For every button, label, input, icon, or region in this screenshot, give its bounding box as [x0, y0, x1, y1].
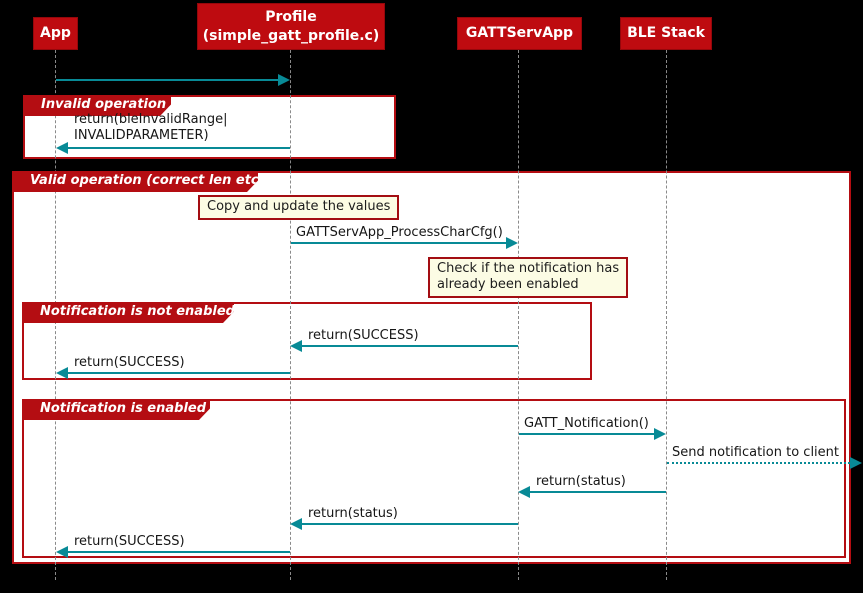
message-return-success-1-label: return(SUCCESS) — [308, 328, 419, 343]
fragment-valid-operation-title: Valid operation (correct len etc) — [12, 171, 258, 192]
fragment-notification-enabled-title: Notification is enabled — [22, 399, 210, 420]
note-check-notification: Check if the notification has already be… — [428, 257, 629, 298]
participant-ble-stack: BLE Stack — [620, 17, 712, 50]
participant-gattservapp-label: GATTServApp — [465, 25, 574, 42]
participant-ble-stack-label: BLE Stack — [627, 25, 705, 42]
participant-app-label: App — [40, 25, 71, 42]
arrow-gatt-notification — [519, 428, 666, 440]
arrow-app-to-profile — [56, 74, 290, 86]
participant-profile-label-line2: (simple_gatt_profile.c) — [202, 27, 380, 44]
arrow-return-status-1 — [518, 486, 666, 498]
message-return-status-2-label: return(status) — [308, 506, 398, 521]
message-process-char-cfg-label: GATTServApp_ProcessCharCfg() — [296, 225, 503, 240]
message-return-success-3-label: return(SUCCESS) — [74, 534, 185, 549]
message-return-invalid-line2: INVALIDPARAMETER) — [74, 128, 209, 143]
participant-gattservapp: GATTServApp — [457, 17, 582, 50]
note-check-notification-line2: already been enabled — [437, 277, 579, 292]
message-gatt-notification-label: GATT_Notification() — [524, 416, 649, 431]
lifeline-ble-stack — [666, 50, 667, 580]
message-return-invalid-label: return(bleInvalidRange| INVALIDPARAMETER… — [74, 112, 227, 144]
arrow-return-status-2 — [290, 518, 518, 530]
note-copy-update-values: Copy and update the values — [198, 195, 400, 220]
message-return-invalid-line1: return(bleInvalidRange| — [74, 112, 228, 127]
fragment-notification-not-enabled: Notification is not enabled — [22, 302, 592, 380]
fragment-notification-not-enabled-title: Notification is not enabled — [22, 302, 234, 323]
message-return-status-1-label: return(status) — [536, 474, 626, 489]
message-send-notification-label: Send notification to client — [672, 445, 840, 460]
participant-profile-label-line1: Profile — [265, 9, 317, 26]
note-check-notification-line1: Check if the notification has — [437, 261, 620, 276]
arrow-process-char-cfg — [291, 237, 518, 249]
arrow-return-success-1 — [290, 340, 518, 352]
arrow-return-success-3 — [56, 546, 290, 558]
arrow-return-invalid — [56, 142, 290, 154]
participant-app: App — [33, 17, 78, 50]
arrow-return-success-2 — [56, 367, 290, 379]
lifeline-gattservapp — [518, 50, 519, 580]
arrow-send-notification — [667, 457, 862, 469]
participant-profile: Profile (simple_gatt_profile.c) — [197, 3, 385, 50]
message-return-success-2-label: return(SUCCESS) — [74, 355, 185, 370]
fragment-invalid-operation-title: Invalid operation — [23, 95, 171, 116]
lifeline-profile — [290, 50, 291, 580]
note-copy-update-values-text: Copy and update the values — [207, 199, 391, 214]
fragment-notification-enabled: Notification is enabled — [22, 399, 846, 558]
